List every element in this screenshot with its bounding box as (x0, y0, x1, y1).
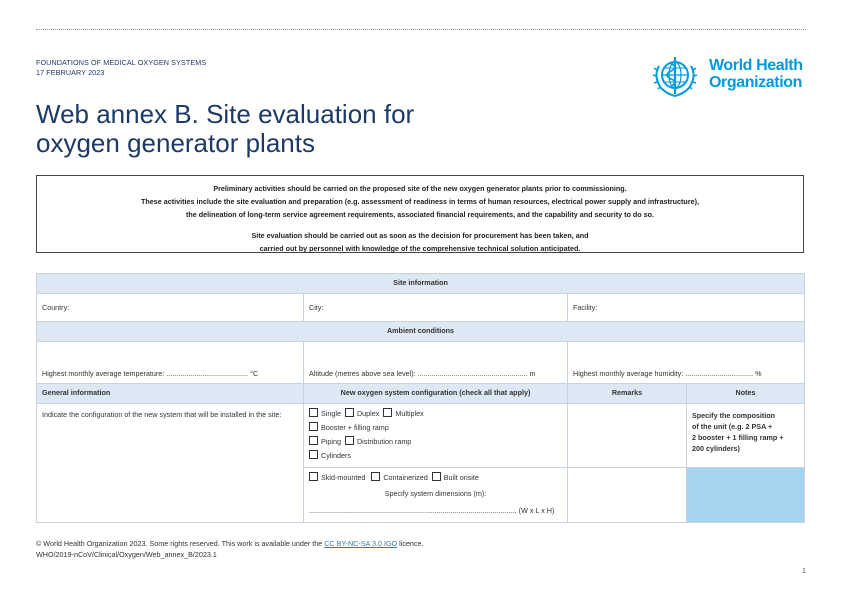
who-emblem-icon (652, 57, 698, 97)
who-logo: World Health Organization (651, 54, 811, 98)
notes-line-2: of the unit (e.g. 2 PSA + (692, 422, 773, 431)
prelim-line-3: the delineation of long-term service agr… (185, 210, 655, 219)
ambient-conditions-row: Highest monthly average temperature: ...… (36, 341, 806, 384)
duplex-checkbox[interactable] (344, 408, 354, 417)
logo-line-1: World Health (709, 57, 803, 74)
piping-label: Piping (321, 437, 341, 446)
column-header-row: General information New oxygen system co… (36, 383, 806, 404)
document-reference: WHO/2019-nCoV/Clinical/Oxygen/Web_annex_… (36, 550, 217, 559)
single-label: Single (321, 409, 341, 418)
copyright-text: © World Health Organization 2023. Some r… (36, 539, 323, 548)
prelim-line-2: These activities include the site evalua… (141, 197, 699, 206)
document-series: FOUNDATIONS OF MEDICAL OXYGEN SYSTEMS 17… (36, 58, 206, 77)
site-information-heading: Site information (35, 273, 806, 294)
general-information-text: Indicate the configuration of the new sy… (36, 403, 304, 523)
mounting-line: Skid-mounted Containerized Built onsite (309, 471, 562, 485)
remarks-cell-2[interactable] (567, 467, 687, 523)
ambient-conditions-heading: Ambient conditions (35, 321, 806, 342)
option-line-1: Single Duplex Multiplex (309, 407, 562, 421)
booster-label: Booster + filling ramp (321, 423, 389, 432)
distribution-label: Distribution ramp (356, 437, 412, 446)
ambient-conditions-header-row: Ambient conditions (35, 321, 806, 342)
logo-line-2: Organization (709, 74, 802, 91)
preliminary-activities-box: Preliminary activities should be carried… (36, 175, 804, 253)
notes-line-3: 2 booster + 1 filling ramp + (692, 433, 784, 442)
configuration-options: Single Duplex Multiplex Booster + fillin… (303, 403, 568, 468)
option-line-3: Piping Distribution ramp (309, 435, 562, 449)
page-title: Web annex B. Site evaluation for oxygen … (36, 100, 414, 158)
dimensions-field[interactable]: ........................................… (309, 506, 555, 515)
site-evaluation-form: Site information Country: City: Facility… (35, 273, 806, 523)
page-number: 1 (802, 566, 806, 575)
notes-line-1: Specify the composition (692, 411, 776, 420)
site-information-row: Country: City: Facility: (36, 293, 806, 322)
single-checkbox[interactable] (309, 408, 318, 417)
skid-mounted-checkbox[interactable] (309, 472, 318, 481)
cylinders-checkbox[interactable] (309, 450, 318, 459)
city-field[interactable]: City: (303, 293, 568, 322)
country-field[interactable]: Country: (36, 293, 304, 322)
remarks-cell-1[interactable] (567, 403, 687, 468)
prelim-line-4: Site evaluation should be carried out as… (251, 231, 589, 240)
configuration-row: Indicate the configuration of the new sy… (36, 403, 806, 523)
notes-cell: Specify the composition of the unit (e.g… (685, 403, 806, 468)
license-link[interactable]: CC BY-NC-SA 3.0 IGO (324, 539, 398, 548)
notes-header: Notes (685, 383, 806, 404)
notes-shaded-cell (685, 467, 806, 523)
site-information-header-row: Site information (35, 273, 806, 294)
altitude-field[interactable]: Altitude (metres above sea level): .....… (303, 341, 568, 384)
multiplex-checkbox[interactable] (383, 408, 393, 417)
copyright-line: © World Health Organization 2023. Some r… (36, 538, 424, 549)
humidity-field[interactable]: Highest monthly average humidity: ......… (566, 341, 806, 384)
cylinders-label: Cylinders (321, 451, 351, 460)
prelim-line-1: Preliminary activities should be carried… (213, 184, 627, 193)
piping-checkbox[interactable] (309, 436, 318, 445)
dimensions-label: Specify system dimensions (m): (384, 489, 487, 498)
skid-mounted-label: Skid-mounted (321, 473, 366, 482)
copyright-end: licence. (399, 539, 424, 548)
built-onsite-checkbox[interactable] (431, 472, 441, 481)
footer: © World Health Organization 2023. Some r… (36, 538, 424, 560)
containerized-checkbox[interactable] (371, 472, 381, 481)
option-line-2: Booster + filling ramp (309, 421, 562, 435)
option-line-4: Cylinders (309, 449, 562, 463)
distribution-checkbox[interactable] (344, 436, 354, 445)
prelim-line-5: carried out by personnel with knowledge … (259, 244, 581, 253)
containerized-label: Containerized (383, 473, 428, 482)
title-line-1: Web annex B. Site evaluation for (36, 99, 415, 129)
series-name: FOUNDATIONS OF MEDICAL OXYGEN SYSTEMS (36, 58, 207, 67)
notes-line-4: 200 cylinders) (692, 444, 740, 453)
booster-checkbox[interactable] (309, 422, 318, 431)
built-onsite-label: Built onsite (443, 473, 479, 482)
remarks-header: Remarks (567, 383, 687, 404)
temperature-field[interactable]: Highest monthly average temperature: ...… (36, 341, 304, 384)
mounting-options: Skid-mounted Containerized Built onsite … (303, 467, 568, 523)
facility-field[interactable]: Facility: (566, 293, 806, 322)
top-dotted-rule (36, 29, 806, 30)
publication-date: 17 FEBRUARY 2023 (36, 67, 105, 77)
mounting-row: Skid-mounted Containerized Built onsite … (37, 467, 806, 523)
configuration-header: New oxygen system configuration (check a… (303, 383, 568, 404)
multiplex-label: Multiplex (395, 409, 424, 418)
who-logo-wordmark: World Health Organization (709, 57, 803, 91)
general-information-header: General information (36, 383, 304, 404)
duplex-label: Duplex (356, 409, 380, 418)
title-line-2: oxygen generator plants (36, 128, 315, 158)
